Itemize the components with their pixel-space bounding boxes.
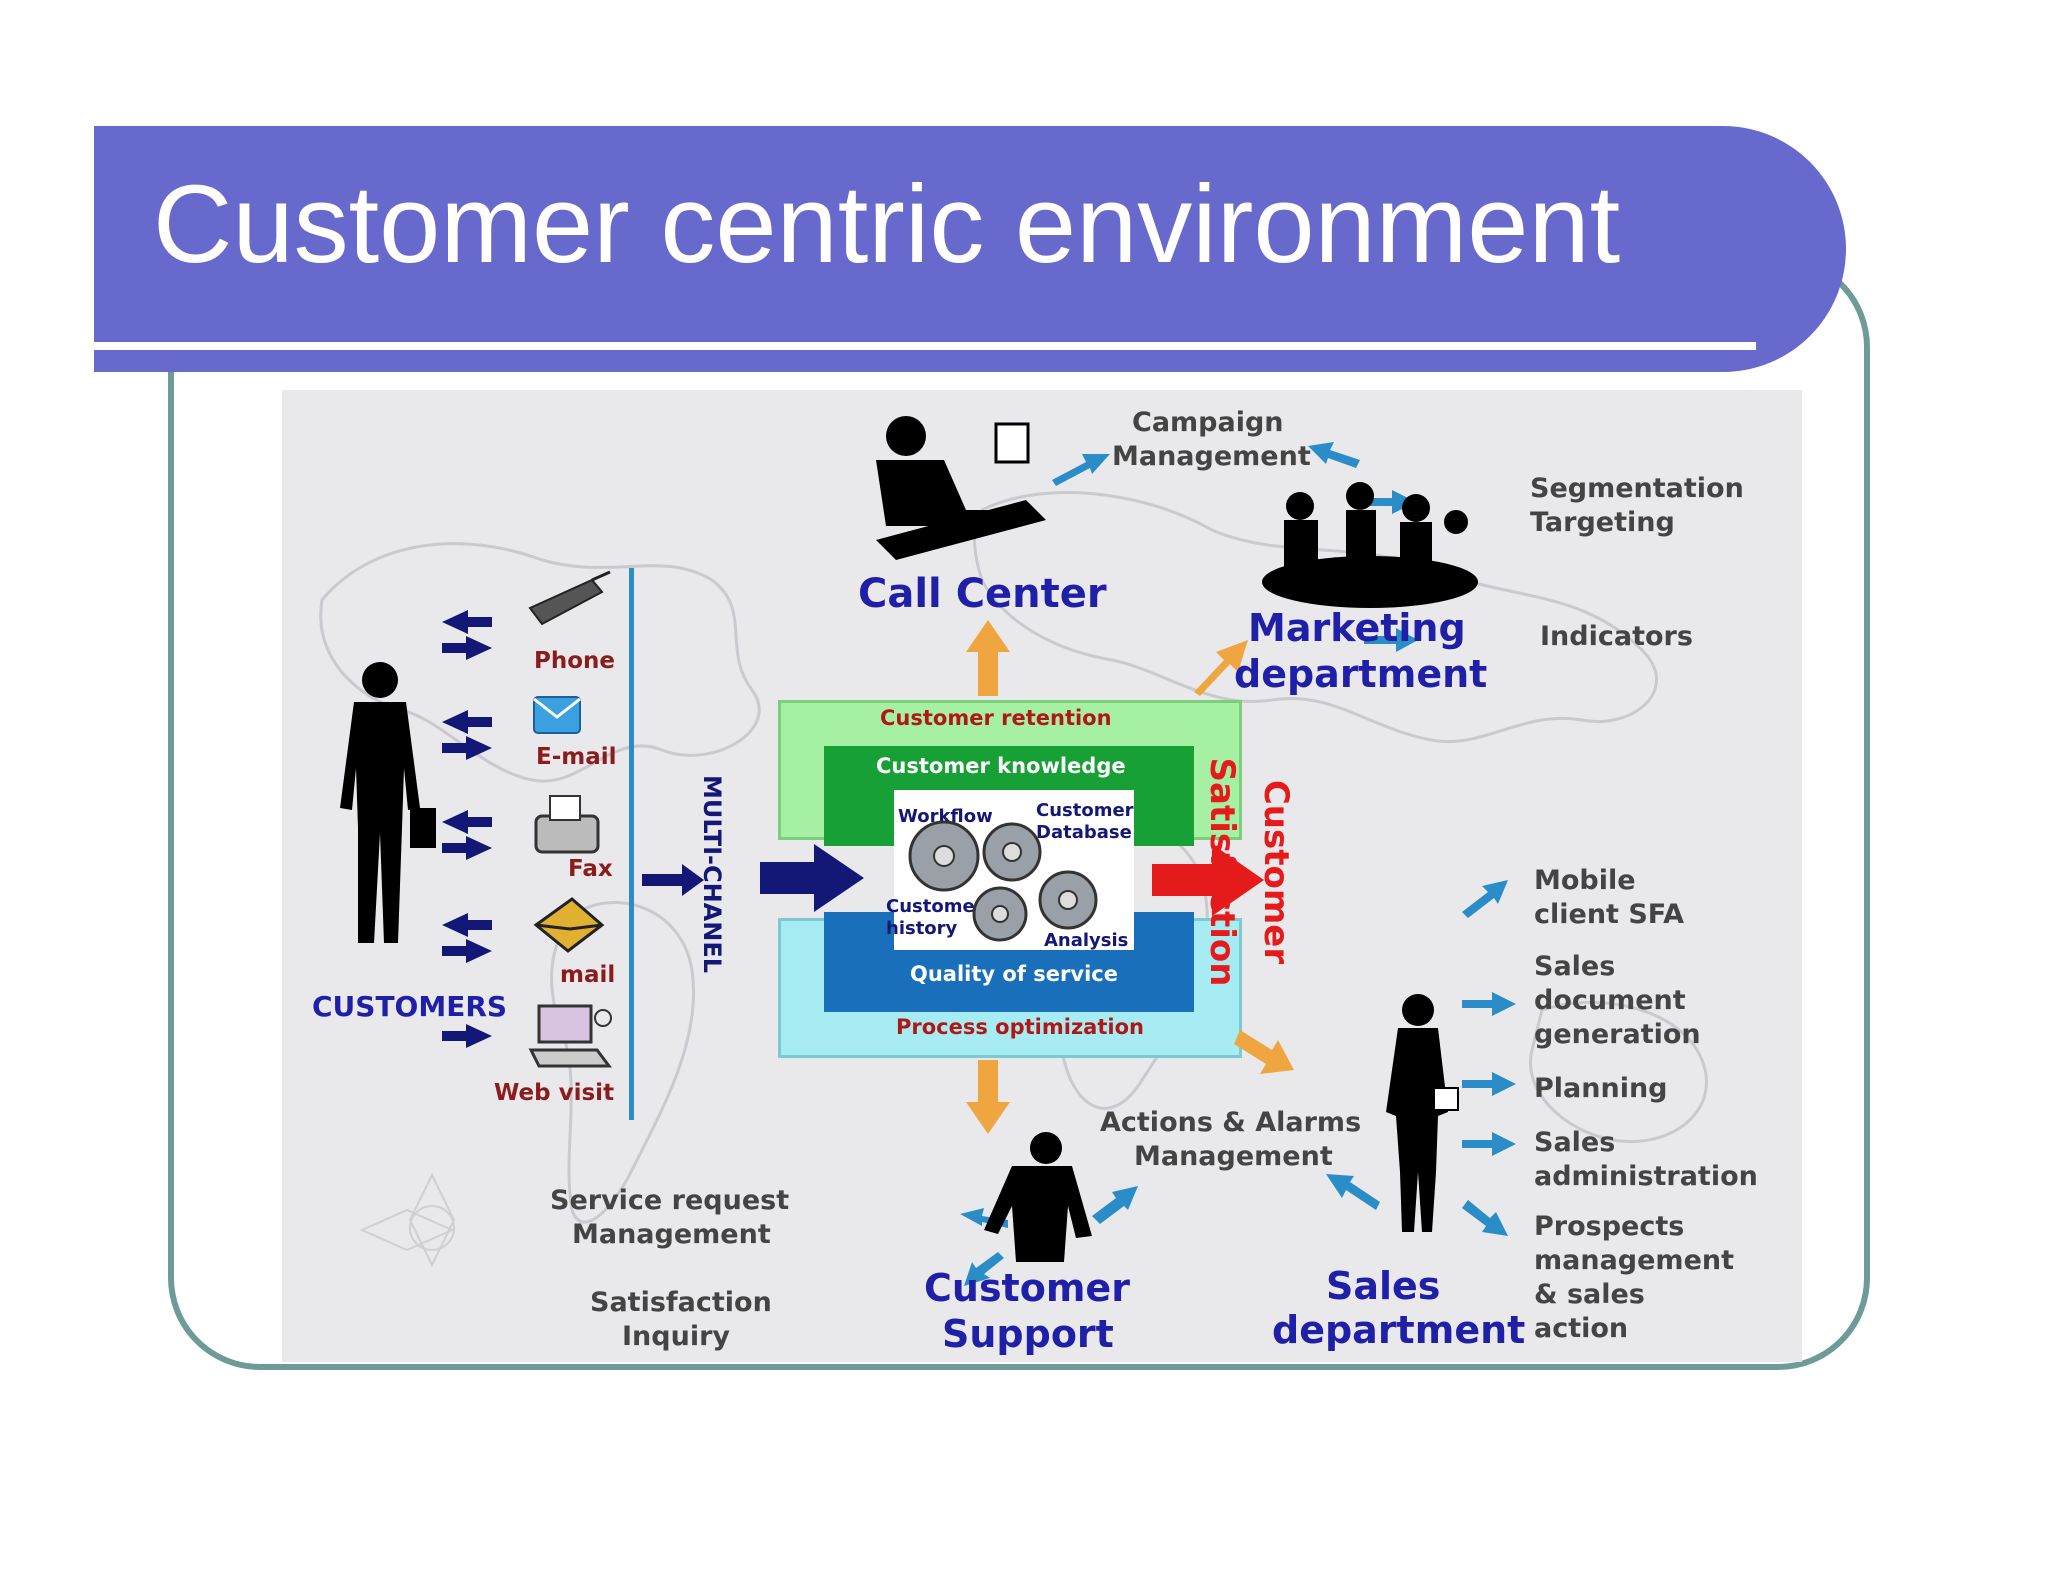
core-customer-retention: Customer retention	[880, 706, 1112, 730]
sales-person-icon	[1386, 994, 1459, 1232]
sales-item-mobile-line-2: client SFA	[1534, 899, 1685, 930]
channel-label-web-visit: Web visit	[494, 1080, 615, 1106]
call-center-agent-icon	[876, 416, 1046, 560]
marketing-label-line-1: Marketing	[1248, 606, 1466, 650]
campaign-management-line-1: Campaign	[1132, 407, 1284, 438]
sales-item-document-line-1: Sales	[1534, 951, 1616, 982]
call-center-label: Call Center	[858, 571, 1107, 617]
core-analysis: Analysis	[1044, 930, 1129, 951]
channel-label-mail: mail	[560, 962, 616, 988]
core-process-optimization: Process optimization	[896, 1015, 1144, 1039]
channel-label-fax: Fax	[568, 856, 613, 882]
channel-label-phone: Phone	[534, 648, 616, 674]
sales-item-prospects-line-3: & sales	[1534, 1279, 1645, 1310]
sales-item-prospects-line-4: action	[1534, 1313, 1629, 1344]
fax-icon	[534, 795, 600, 854]
email-icon	[533, 696, 581, 734]
actions-alarms-line-2: Management	[1134, 1141, 1333, 1172]
segmentation-line-2: Targeting	[1530, 507, 1675, 538]
arrow-into-core	[760, 844, 864, 912]
blue-flow-arrows	[960, 442, 1516, 1286]
core-customer-knowledge: Customer knowledge	[876, 754, 1126, 778]
core-workflow: Workflow	[898, 806, 993, 827]
service-request-line-1: Service request	[550, 1185, 790, 1216]
satisfaction-inquiry-line-1: Satisfaction	[590, 1287, 772, 1318]
customer-silhouette-icon	[340, 662, 436, 943]
slide-title: Customer centric environment	[153, 163, 1621, 286]
sales-item-administration-line-1: Sales	[1534, 1127, 1616, 1158]
title-underline	[94, 342, 1756, 350]
channel-divider-line	[629, 568, 634, 1120]
phone-icon	[528, 570, 611, 626]
customer-support-agent-icon	[984, 1132, 1092, 1262]
support-label-line-2: Support	[942, 1312, 1114, 1356]
customers-label: CUSTOMERS	[312, 990, 508, 1023]
gears-icon	[908, 820, 1098, 942]
arrow-to-multichannel	[642, 864, 704, 896]
sales-item-administration-line-2: administration	[1534, 1161, 1758, 1192]
core-customer-database: Customer Database	[1036, 800, 1134, 843]
compass-rose-icon	[359, 1172, 456, 1268]
core-quality-of-service: Quality of service	[910, 962, 1118, 986]
envelope-icon	[533, 897, 605, 953]
title-bar	[94, 126, 1846, 372]
customer-channel-arrows	[442, 610, 492, 1048]
computer-icon	[528, 1004, 612, 1068]
marketing-label-line-2: department	[1234, 652, 1488, 696]
sales-item-mobile-line-1: Mobile	[1534, 865, 1636, 896]
crm-diagram: CUSTOMERS Phone E-mail Fax mail	[282, 390, 1802, 1362]
sales-item-prospects-line-1: Prospects	[1534, 1211, 1685, 1242]
arrow-to-satisfaction	[1152, 844, 1264, 916]
marketing-meeting-icon	[1262, 482, 1478, 608]
orange-flow-arrows	[966, 620, 1294, 1134]
channel-label-email: E-mail	[536, 744, 617, 770]
core-customer-history: Customer history	[886, 896, 984, 939]
support-label-line-1: Customer	[924, 1266, 1130, 1310]
actions-alarms-line-1: Actions & Alarms	[1100, 1107, 1362, 1138]
segmentation-line-1: Segmentation	[1530, 473, 1744, 504]
sales-item-document-line-2: document	[1534, 985, 1686, 1016]
satisfaction-inquiry-line-2: Inquiry	[622, 1321, 730, 1352]
sales-label-line-1: Sales	[1326, 1264, 1441, 1308]
campaign-management-line-2: Management	[1112, 441, 1311, 472]
sales-item-planning: Planning	[1534, 1073, 1668, 1104]
indicators-label: Indicators	[1540, 621, 1693, 652]
sales-item-document-line-3: generation	[1534, 1019, 1701, 1050]
sales-item-prospects-line-2: management	[1534, 1245, 1735, 1276]
service-request-line-2: Management	[572, 1219, 771, 1250]
sales-label-line-2: department	[1272, 1308, 1526, 1352]
